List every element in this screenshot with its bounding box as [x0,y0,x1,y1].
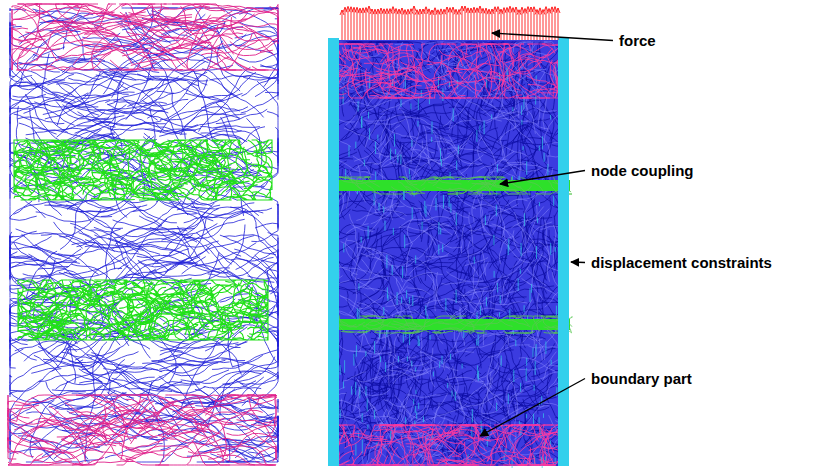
displacement-constraint-bar [328,38,339,466]
leader-arrow [492,33,613,41]
constraint-marks [340,47,558,468]
label-holder: node coupling [590,162,695,180]
model-ground [338,40,560,466]
callout-label: displacement constraints [590,254,773,271]
displacement-constraint-bar [558,38,569,466]
label-holder: boundary part [590,370,693,388]
node-coupling-fibers [334,177,572,333]
callout-label: force [618,32,657,49]
label-holder: force [618,32,657,50]
green-coupling-fibers [14,140,272,340]
callout-label: boundary part [590,370,693,387]
leader-arrow [571,261,585,263]
pink-boundary-fibers [8,4,278,465]
leader-arrow [480,379,585,437]
pink-boundary-part [338,44,560,465]
callout-label: node coupling [590,162,695,179]
fiber-network-left [8,4,278,465]
blue-fibers [10,8,278,462]
blue-fibers-light [338,42,560,465]
label-holder: displacement constraints [590,254,773,272]
fiber-network-model [328,6,572,468]
blue-fibers [338,42,560,465]
leader-arrow [500,171,585,185]
